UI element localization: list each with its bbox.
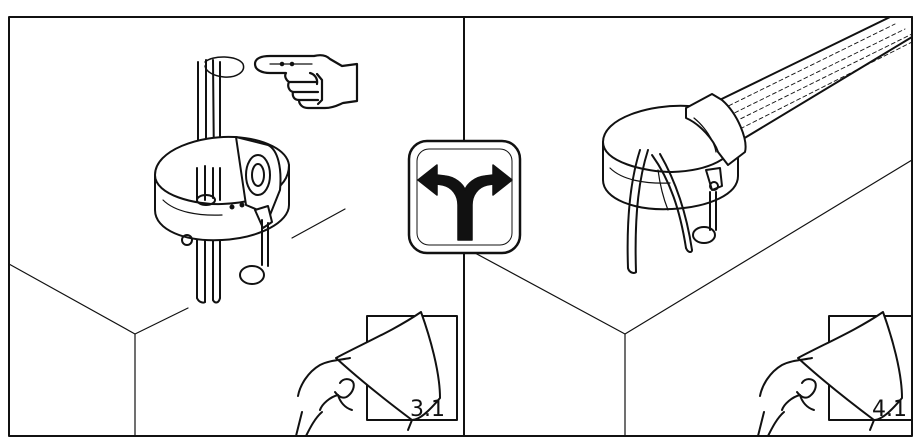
mounting-box-right	[603, 94, 746, 273]
pointing-hand-icon	[255, 55, 357, 108]
page-label-left: 3.1	[410, 397, 445, 422]
fork-arrows-icon	[409, 141, 520, 253]
cable-tie	[240, 266, 264, 284]
mounting-box-left	[155, 137, 289, 284]
right-panel: 4.1	[475, 17, 912, 436]
left-panel: 3.1	[9, 55, 457, 436]
page-label-right: 4.1	[872, 397, 907, 422]
ceiling-hole	[205, 57, 244, 77]
left-room-corner	[9, 209, 345, 436]
